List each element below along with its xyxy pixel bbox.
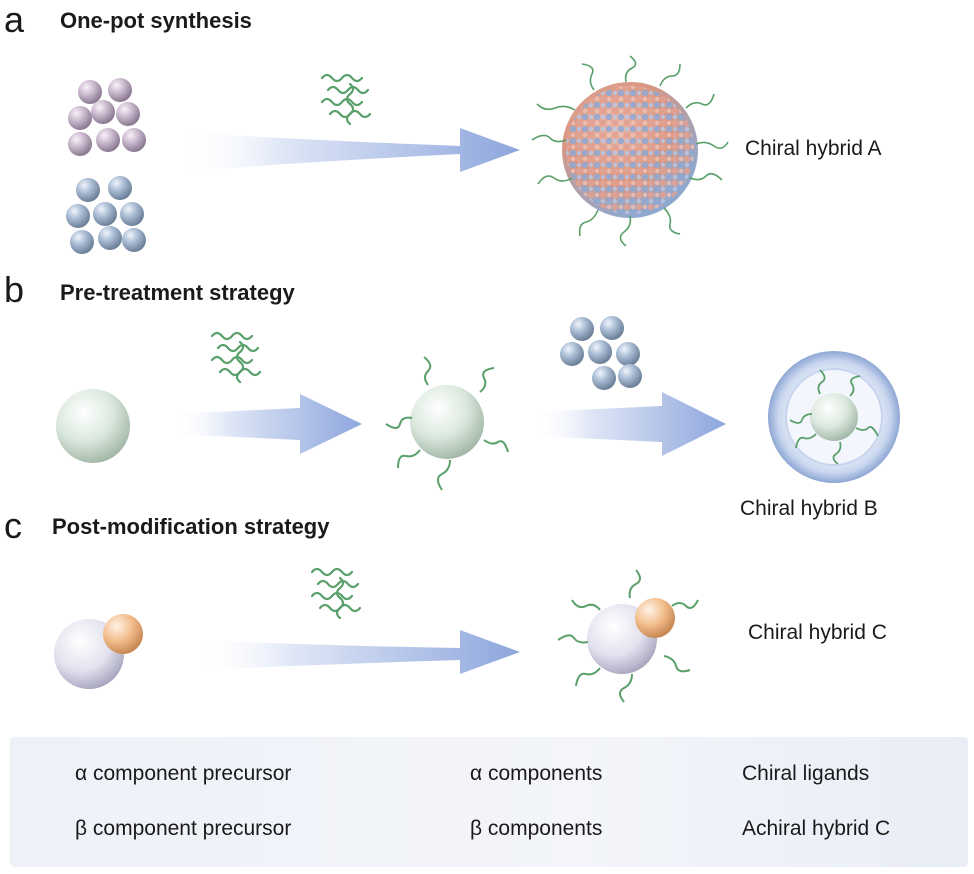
beta-precursor-cluster-a (66, 176, 146, 254)
result-label-b: Chiral hybrid B (740, 497, 878, 520)
ligand-pack-a (322, 75, 370, 124)
ligand-coated-alpha-b (385, 356, 509, 491)
legend-label-alpha-components: α components (470, 762, 603, 785)
chiral-hybrid-a-particle (531, 55, 729, 247)
arrow-c (196, 630, 520, 674)
panel-letter-b: b (4, 269, 25, 310)
legend-label-achiral-hybrid: Achiral hybrid C (742, 817, 891, 840)
panel-letter-a: a (4, 0, 25, 40)
legend-label-beta-components: β components (470, 817, 603, 840)
panel-title-c: Post-modification strategy (52, 514, 330, 539)
result-label-a: Chiral hybrid A (745, 137, 882, 160)
legend-label-beta-precursor: β component precursor (75, 817, 292, 840)
legend-label-alpha-precursor: α component precursor (75, 762, 292, 785)
legend-label-chiral-ligands: Chiral ligands (742, 762, 870, 785)
arrow-b2 (532, 392, 726, 456)
arrow-b1 (172, 394, 362, 454)
result-label-c: Chiral hybrid C (748, 621, 887, 644)
chiral-hybrid-b-particle (768, 351, 900, 483)
panel-title-b: Pre-treatment strategy (60, 280, 295, 305)
achiral-hybrid-c (54, 614, 143, 689)
panel-letter-c: c (4, 505, 22, 546)
chiral-hybrid-c-particle (557, 569, 699, 703)
beta-precursor-cluster-b (560, 316, 642, 390)
arrow-a (180, 128, 520, 172)
ligand-pack-b (212, 333, 260, 382)
alpha-component-b (56, 389, 130, 463)
alpha-precursor-cluster-a (68, 78, 146, 156)
panel-title-a: One-pot synthesis (60, 8, 252, 33)
ligand-pack-c (312, 569, 360, 618)
legend-box (10, 737, 968, 867)
